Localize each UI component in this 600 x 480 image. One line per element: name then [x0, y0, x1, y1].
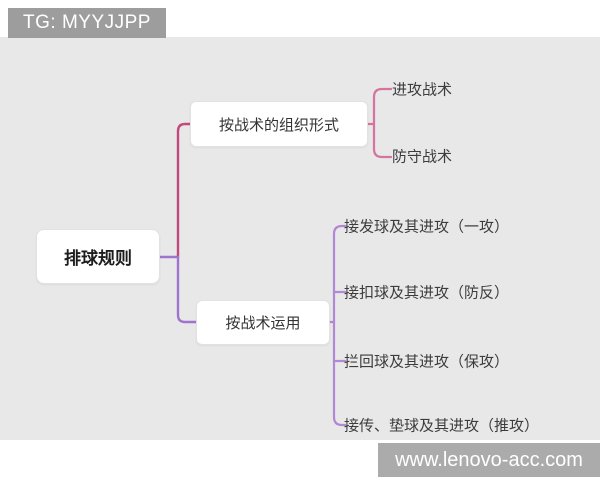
root-node-volleyball-rules[interactable]: 排球规则	[36, 229, 160, 284]
root-node-label: 排球规则	[64, 249, 132, 268]
branch-node-tactic-organization[interactable]: 按战术的组织形式	[190, 101, 368, 147]
leaf-node-serve-receive-attack[interactable]: 接发球及其进攻（一攻）	[344, 218, 510, 236]
leaf-node-pass-dig-attack[interactable]: 接传、垫球及其进攻（推攻）	[344, 417, 540, 435]
branch-node-tactic-application[interactable]: 按战术运用	[196, 300, 330, 345]
branch-node-label: 按战术的组织形式	[218, 116, 339, 134]
leaf-node-spike-receive-attack[interactable]: 接扣球及其进攻（防反）	[344, 284, 510, 302]
leaf-node-attack-tactics[interactable]: 进攻战术	[392, 81, 453, 99]
watermark-bar-bottom: www.lenovo-acc.com	[378, 443, 600, 477]
branch-node-label: 按战术运用	[225, 315, 301, 332]
leaf-node-block-return-attack[interactable]: 拦回球及其进攻（保攻）	[344, 353, 510, 371]
watermark-badge-top: TG: MYYJJPP	[8, 8, 166, 38]
leaf-node-defense-tactics[interactable]: 防守战术	[392, 148, 453, 166]
